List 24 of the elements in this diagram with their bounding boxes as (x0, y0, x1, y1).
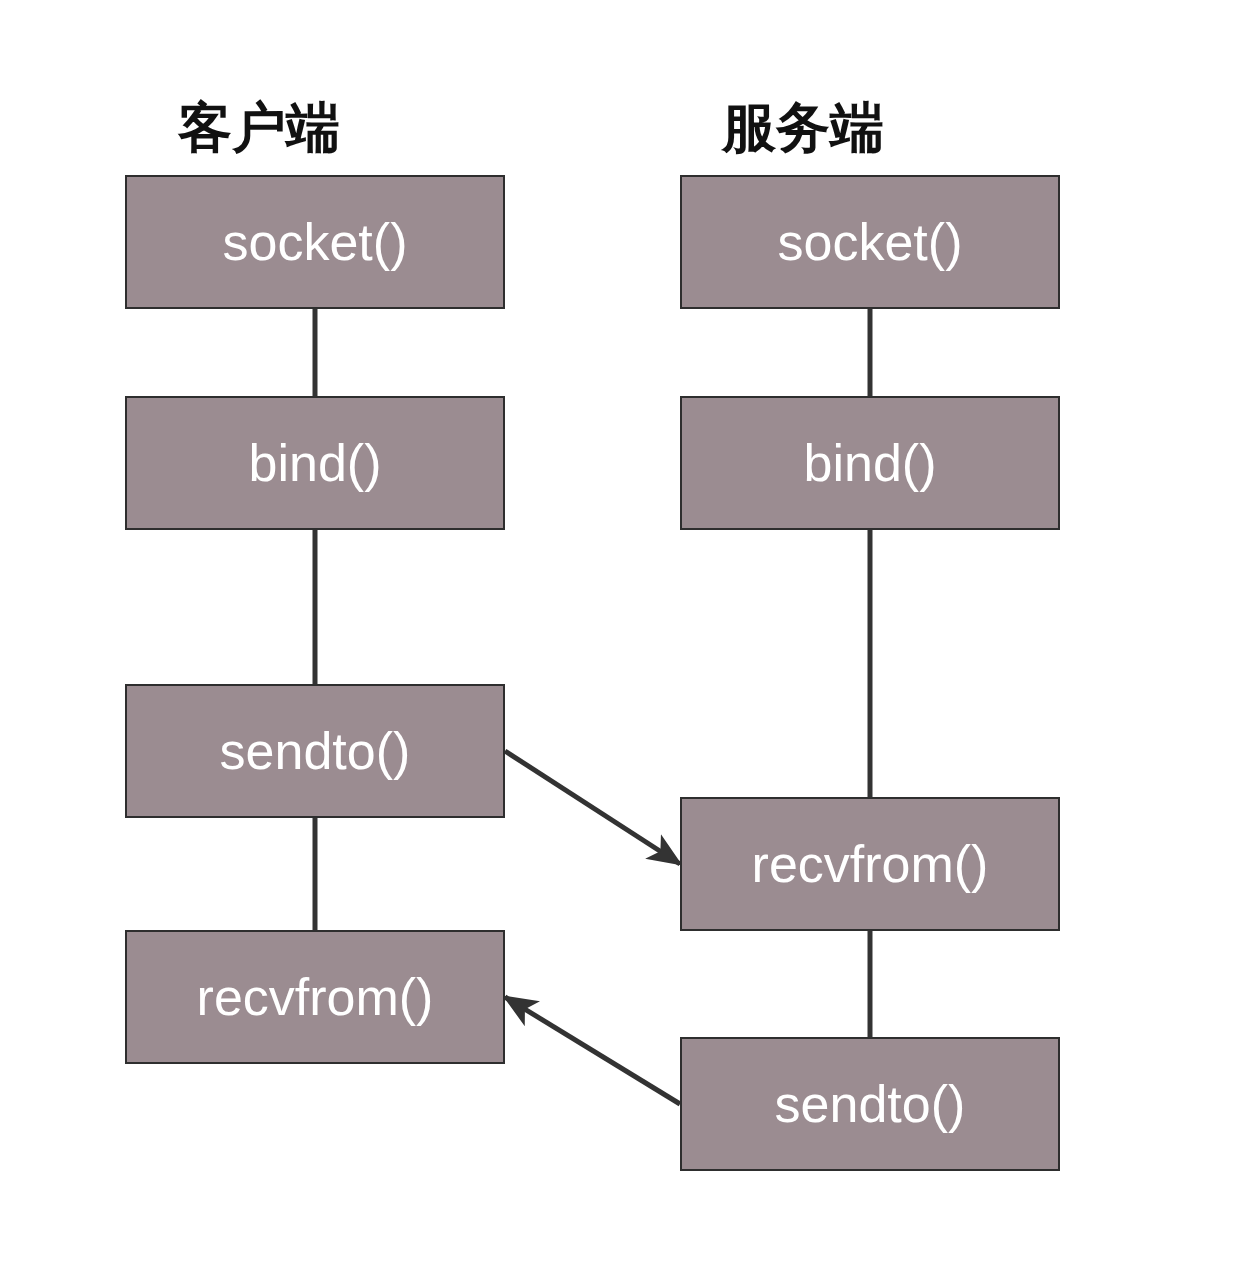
connector-line (312, 309, 318, 396)
column-heading: 服务端 (722, 95, 884, 161)
function-box (680, 396, 1060, 530)
function-box (125, 396, 505, 530)
column-heading: 客户端 (178, 95, 340, 161)
function-box (125, 930, 505, 1064)
connector-line (312, 530, 318, 684)
function-box (680, 797, 1060, 931)
function-box (125, 684, 505, 818)
function-name: bind() (248, 433, 382, 493)
function-box (680, 175, 1060, 309)
connector-line (312, 818, 318, 930)
connector-line (867, 530, 873, 797)
function-name: socket() (222, 212, 408, 272)
function-name: sendto() (774, 1074, 966, 1134)
function-name: recvfrom() (196, 967, 434, 1027)
function-box (680, 1037, 1060, 1171)
function-name: recvfrom() (751, 834, 989, 894)
function-name: socket() (777, 212, 963, 272)
connector-line (867, 931, 873, 1037)
function-name: sendto() (219, 721, 411, 781)
connector-line (867, 309, 873, 396)
function-name: bind() (803, 433, 937, 493)
function-box (125, 175, 505, 309)
